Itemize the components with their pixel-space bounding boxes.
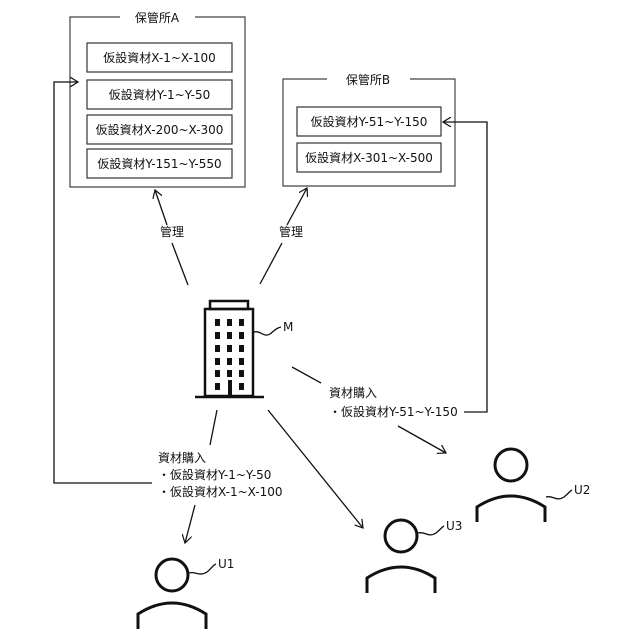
- manage-label-right: 管理: [279, 224, 303, 239]
- building-label: M: [283, 320, 293, 334]
- purchase-u2-line-upper: [292, 367, 321, 383]
- manage-arrow-left: [155, 190, 167, 225]
- user-u1-leader-line: [189, 564, 216, 574]
- purchase-u1-item: ・仮設資材X-1~X-100: [158, 484, 283, 499]
- building-leader-line: [254, 327, 281, 335]
- storage-b-title: 保管所B: [346, 72, 390, 87]
- user-u1-icon: [138, 559, 206, 629]
- purchase-u1-line-upper: [210, 410, 217, 445]
- building-icon: [195, 301, 264, 397]
- purchase-u2-title: 資材購入: [329, 386, 377, 400]
- storage-a-item: 仮設資材X-1~X-100: [103, 50, 216, 65]
- feedback-arrow-storage-b: [443, 122, 487, 412]
- storage-b: 保管所B 仮設資材Y-51~Y-150 仮設資材X-301~X-500: [283, 72, 455, 186]
- user-u2-label: U2: [574, 483, 590, 497]
- purchase-u1-title: 資材購入: [158, 451, 206, 465]
- storage-a-title: 保管所A: [135, 10, 180, 25]
- manage-arrow-right-lower: [260, 243, 282, 284]
- manage-label-left: 管理: [160, 224, 184, 239]
- user-u3-leader-line: [418, 526, 444, 535]
- storage-b-item: 仮設資材X-301~X-500: [305, 150, 433, 165]
- user-u2-leader-line: [546, 490, 572, 499]
- arrow-to-u3: [268, 410, 363, 528]
- user-u2-icon: [477, 449, 545, 522]
- purchase-u2-arrow: [398, 426, 446, 453]
- user-u1-label: U1: [218, 557, 234, 571]
- user-u3-icon: [367, 520, 435, 593]
- storage-a-item: 仮設資材Y-1~Y-50: [109, 87, 210, 102]
- storage-a-item: 仮設資材Y-151~Y-550: [97, 156, 221, 171]
- storage-a-item: 仮設資材X-200~X-300: [96, 122, 224, 137]
- manage-arrow-right: [287, 188, 307, 225]
- purchase-u1-arrow: [185, 505, 195, 543]
- purchase-u1-item: ・仮設資材Y-1~Y-50: [158, 467, 271, 482]
- storage-a: 保管所A 仮設資材X-1~X-100 仮設資材Y-1~Y-50 仮設資材X-20…: [70, 10, 245, 187]
- user-u3-label: U3: [446, 519, 462, 533]
- purchase-u2-item: ・仮設資材Y-51~Y-150: [329, 404, 458, 419]
- manage-arrow-left-lower: [172, 243, 188, 285]
- storage-b-item: 仮設資材Y-51~Y-150: [311, 114, 428, 129]
